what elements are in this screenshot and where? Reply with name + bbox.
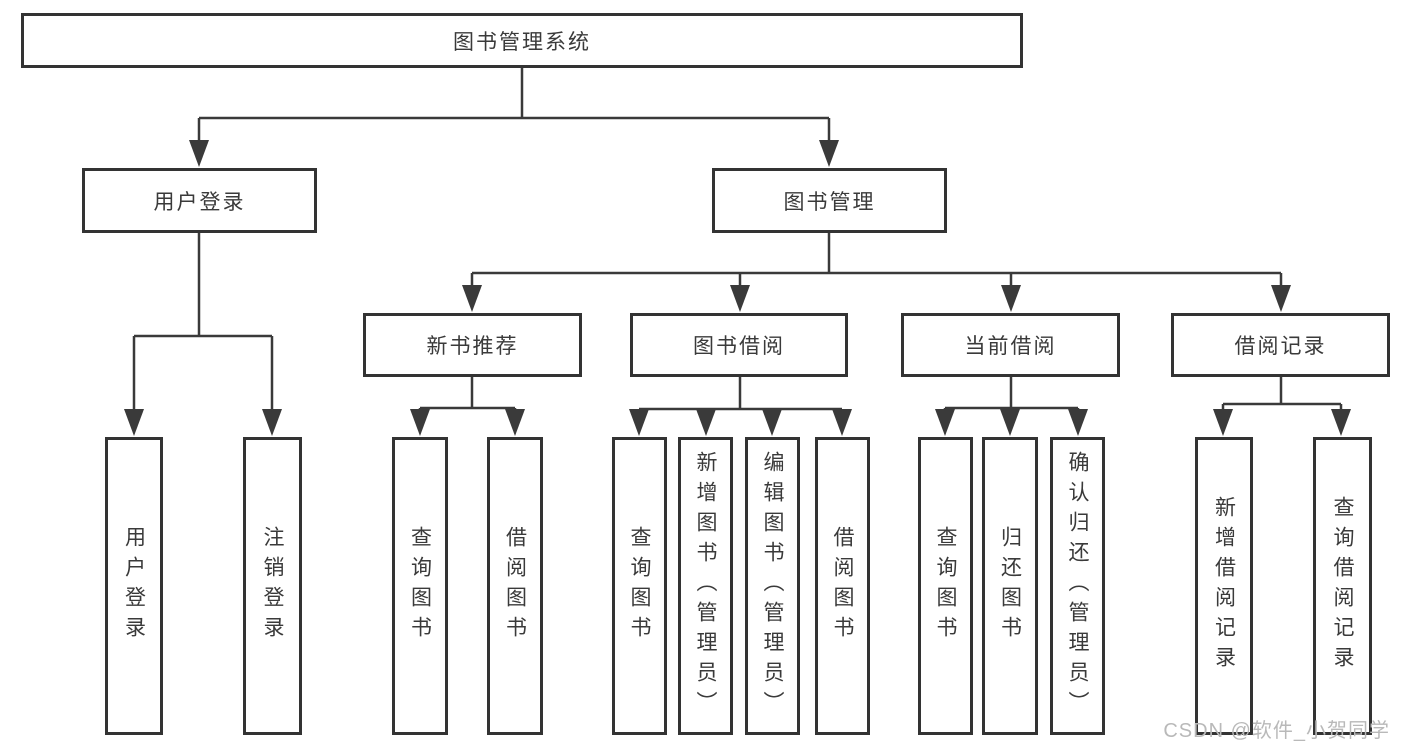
- node-book-management: 图书管理: [712, 168, 947, 233]
- node-new-book-recommend: 新书推荐: [363, 313, 582, 377]
- node-leaf-query-book-2: 查询图书: [612, 437, 667, 735]
- node-current-borrow: 当前借阅: [901, 313, 1120, 377]
- arrowheads: [124, 140, 1351, 436]
- node-borrow-record: 借阅记录: [1171, 313, 1390, 377]
- node-leaf-confirm-return-admin: 确认归还（管理员）: [1050, 437, 1105, 735]
- node-leaf-query-book-1: 查询图书: [392, 437, 448, 735]
- node-leaf-edit-book-admin: 编辑图书（管理员）: [745, 437, 800, 735]
- node-leaf-borrow-book-2: 借阅图书: [815, 437, 870, 735]
- csdn-watermark: CSDN @软件_小贺同学: [1163, 720, 1390, 742]
- node-book-borrow: 图书借阅: [630, 313, 848, 377]
- node-leaf-add-borrow-record: 新增借阅记录: [1195, 437, 1253, 735]
- node-leaf-logout: 注销登录: [243, 437, 302, 735]
- node-leaf-user-login: 用户登录: [105, 437, 163, 735]
- node-leaf-query-borrow-record: 查询借阅记录: [1313, 437, 1372, 735]
- node-library-management-system: 图书管理系统: [21, 13, 1023, 68]
- node-leaf-query-book-3: 查询图书: [918, 437, 973, 735]
- node-leaf-return-book: 归还图书: [982, 437, 1038, 735]
- node-leaf-add-book-admin: 新增图书（管理员）: [678, 437, 733, 735]
- node-user-login: 用户登录: [82, 168, 317, 233]
- node-leaf-borrow-book-1: 借阅图书: [487, 437, 543, 735]
